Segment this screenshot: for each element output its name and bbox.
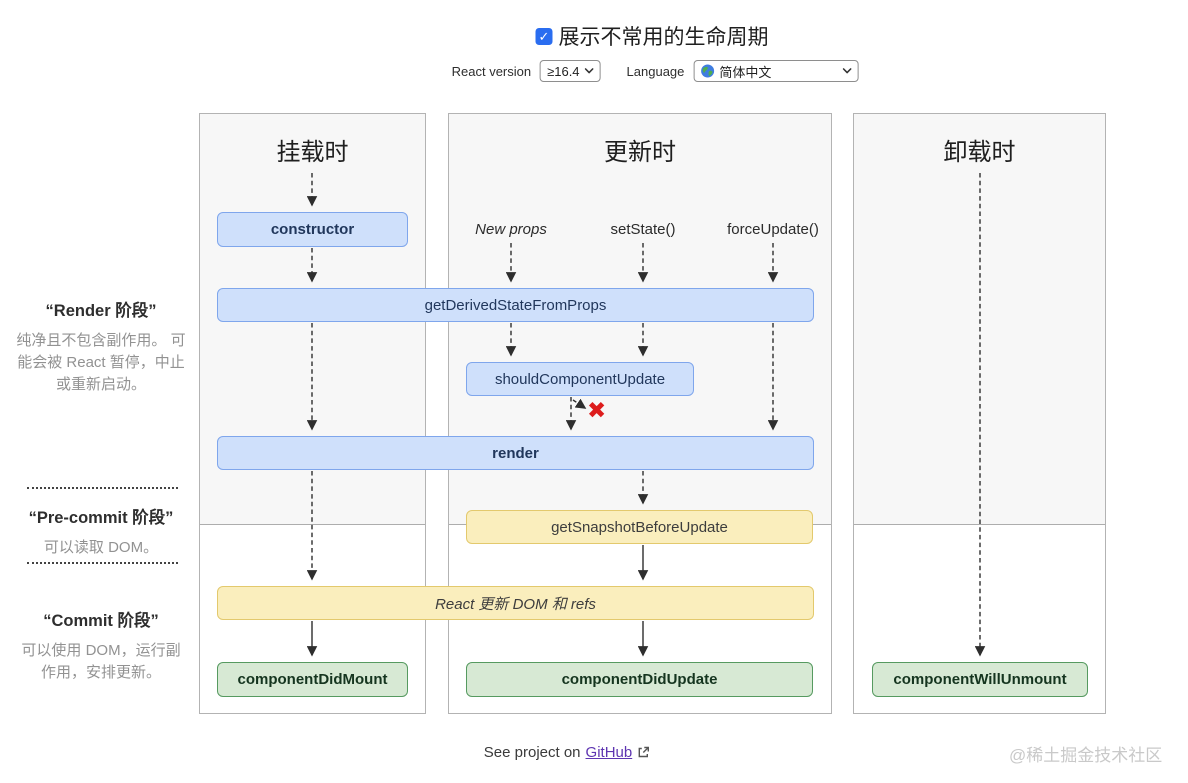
header: ✓ 展示不常用的生命周期: [535, 21, 769, 51]
chevron-down-icon: [842, 68, 852, 74]
commit-phase-title: “Commit 阶段”: [43, 612, 159, 630]
pre-commit-phase-desc: 可以读取 DOM。: [43, 539, 159, 556]
page-title: 展示不常用的生命周期: [558, 26, 769, 49]
external-link-icon: [637, 746, 650, 759]
language-select[interactable]: 简体中文: [693, 60, 859, 82]
globe-icon: [700, 64, 714, 78]
unmounting-column-title: 卸载时: [943, 139, 1016, 166]
mounting-column-title: 挂载时: [276, 139, 349, 166]
phase-divider: [27, 487, 178, 489]
unmounting-column: 卸载时: [853, 113, 1106, 714]
react-version-select[interactable]: ≥16.4: [540, 60, 601, 82]
commit-phase-note: “Commit 阶段” 可以使用 DOM，运行副作用，安排更新。: [15, 607, 187, 684]
show-less-common-lifecycles-checkbox[interactable]: ✓: [535, 27, 553, 45]
pre-commit-phase-note: “Pre-commit 阶段” 可以读取 DOM。: [15, 504, 187, 559]
commit-phase-desc: 可以使用 DOM，运行副作用，安排更新。: [21, 642, 181, 681]
updating-column: 更新时: [448, 113, 832, 714]
render-phase-background: [854, 114, 1105, 525]
language-label: Language: [626, 63, 685, 79]
mounting-column: 挂载时: [199, 113, 426, 714]
trigger-set-state: setState(): [610, 221, 676, 238]
get-snapshot-before-update-box[interactable]: getSnapshotBeforeUpdate: [466, 510, 813, 544]
chevron-down-icon: [584, 68, 594, 74]
footer: See project on GitHub: [484, 744, 650, 761]
footer-text: See project on: [483, 744, 581, 761]
react-updates-dom-box: React 更新 DOM 和 refs: [217, 586, 814, 620]
constructor-box[interactable]: constructor: [217, 212, 408, 247]
pre-commit-phase-title: “Pre-commit 阶段”: [28, 509, 174, 527]
component-did-mount-box[interactable]: componentDidMount: [217, 662, 408, 697]
updating-column-title: 更新时: [604, 139, 676, 166]
github-link[interactable]: GitHub: [585, 744, 633, 761]
trigger-new-props: New props: [475, 221, 547, 238]
render-box[interactable]: render: [217, 436, 814, 470]
component-did-update-box[interactable]: componentDidUpdate: [466, 662, 813, 697]
should-component-update-box[interactable]: shouldComponentUpdate: [466, 362, 694, 396]
component-will-unmount-box[interactable]: componentWillUnmount: [872, 662, 1088, 697]
trigger-force-update: forceUpdate(): [727, 221, 819, 238]
phase-divider: [27, 562, 178, 564]
update-cancelled-x-icon: ✖: [587, 397, 607, 423]
render-phase-desc: 纯净且不包含副作用。 可能会被 React 暂停，中止或重新启动。: [16, 332, 186, 393]
language-value: 简体中文: [719, 64, 772, 80]
react-version-value: ≥16.4: [547, 63, 580, 79]
get-derived-state-from-props-box[interactable]: getDerivedStateFromProps: [217, 288, 814, 322]
controls-row: React version ≥16.4 Language 简体中文: [452, 60, 859, 82]
react-version-label: React version: [451, 63, 532, 79]
render-phase-note: “Render 阶段” 纯净且不包含副作用。 可能会被 React 暂停，中止或…: [15, 297, 187, 395]
render-phase-title: “Render 阶段”: [45, 302, 157, 320]
juejin-watermark: @稀土掘金技术社区: [1009, 746, 1163, 765]
